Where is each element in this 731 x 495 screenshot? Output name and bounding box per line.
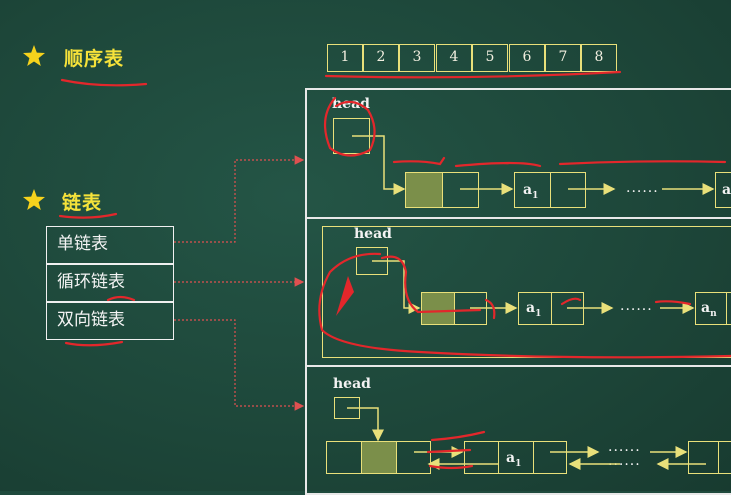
node-label-a1: a1 [526,300,542,319]
ellipsis: ...... [620,298,653,314]
head-node [326,441,431,474]
head-label: head [333,376,371,392]
list-node-a1 [514,172,586,208]
list-node-an [715,172,731,208]
ellipsis: ...... [608,439,641,455]
array-cell: 7 [545,44,581,72]
star-icon [23,45,45,66]
ellipsis: ...... [626,180,659,196]
node-label-an: a [722,182,731,198]
array-cell: 5 [472,44,508,72]
menu-item-doubly-linked[interactable]: 双向链表 [46,302,174,340]
array-cell: 4 [436,44,472,72]
node-label-an: an [701,300,717,319]
array-cell: 1 [327,44,363,72]
head-label: head [354,226,392,242]
array-cell: 8 [581,44,617,72]
array-cell: 3 [399,44,435,72]
ellipsis: ...... [608,453,641,469]
linked-list-title: 链表 [62,192,103,214]
menu-item-singly-linked[interactable]: 单链表 [46,226,174,264]
node-label-a1: a1 [506,450,522,469]
head-pointer-box [356,247,388,275]
head-node [405,172,479,208]
sequential-list-title: 顺序表 [64,48,125,70]
array-cell: 6 [509,44,545,72]
head-pointer-box [334,397,360,419]
list-node-an [688,441,731,474]
menu-item-circular-linked[interactable]: 循环链表 [46,264,174,302]
node-label-a1: a1 [523,182,539,201]
head-node [421,292,487,325]
array-cell: 2 [363,44,399,72]
head-pointer-box [333,118,370,154]
star-icon [23,189,45,210]
head-label: head [332,96,370,112]
